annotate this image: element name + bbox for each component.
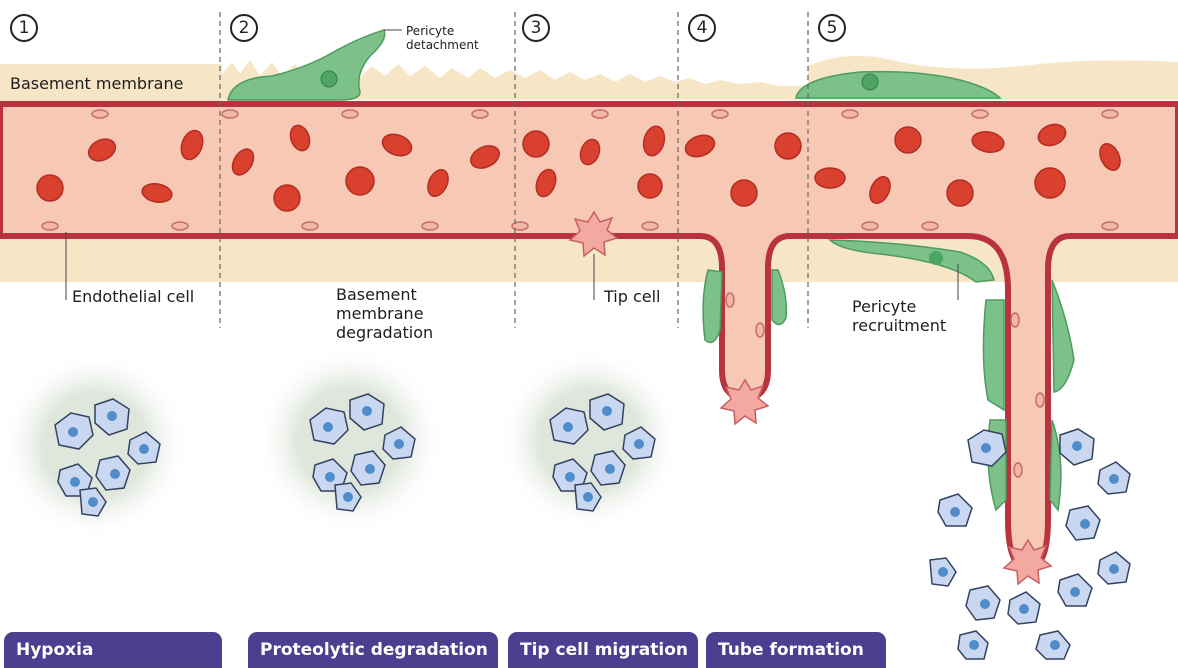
stage-tab-tube-formation: Tube formation	[706, 632, 886, 668]
step-4-number: 4	[688, 14, 716, 42]
stage-tab-hypoxia: Hypoxia	[4, 632, 222, 668]
tumor-cluster-2	[255, 345, 445, 535]
endothelial-cell-label: Endothelial cell	[72, 288, 194, 307]
stage-tab-proteolytic-degradation: Proteolytic degradation	[248, 632, 498, 668]
step-3-number: 3	[522, 14, 550, 42]
tumor-cluster-1	[0, 350, 190, 540]
step-5-number: 5	[818, 14, 846, 42]
stage-tab-tip-cell-migration: Tip cell migration	[508, 632, 698, 668]
pericyte-detachment-label: Pericyte detachment	[406, 24, 479, 52]
step-2-number: 2	[230, 14, 258, 42]
pericyte-recruitment-label: Pericyte recruitment	[852, 298, 946, 336]
step-1-number: 1	[10, 14, 38, 42]
tumor-cluster-3	[498, 348, 682, 532]
tip-cell-label: Tip cell	[604, 288, 661, 307]
basement-membrane-degradation-label: Basement membrane degradation	[336, 286, 433, 343]
basement-membrane-label: Basement membrane	[10, 75, 183, 94]
